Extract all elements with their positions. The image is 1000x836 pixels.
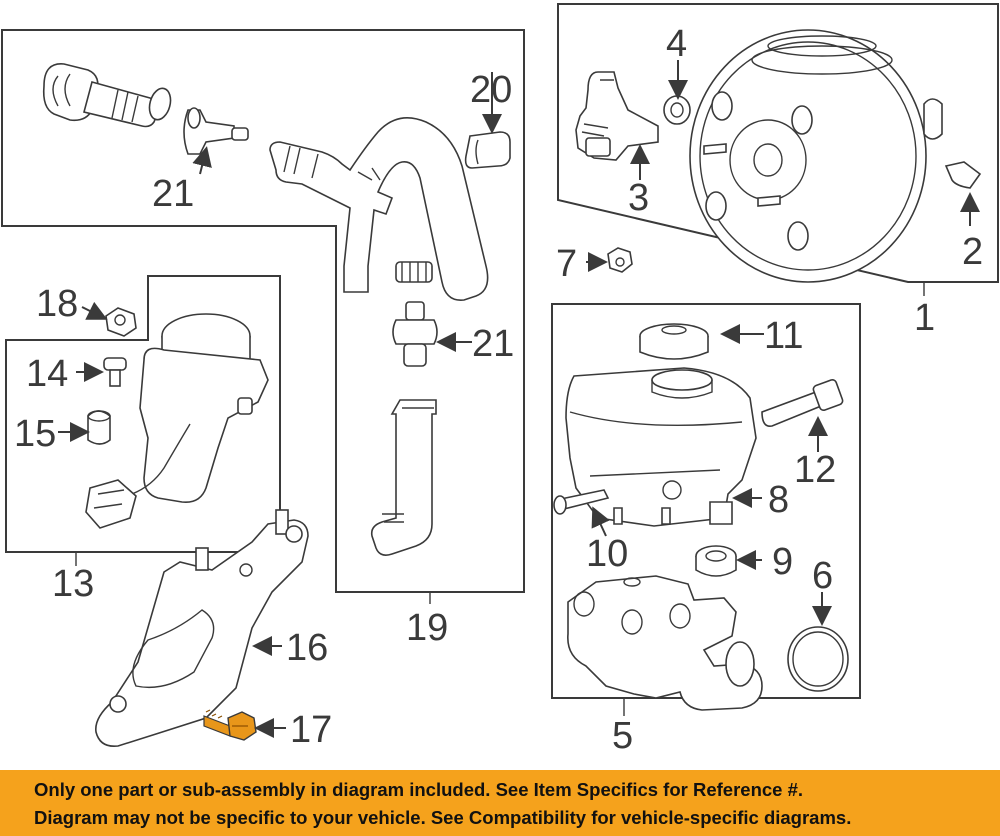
group-box-1-booster	[557, 3, 999, 283]
callout-11: 11	[764, 315, 803, 357]
callout-4: 4	[666, 23, 687, 65]
booster-seal-2	[944, 161, 982, 189]
callout-5: 5	[612, 715, 633, 757]
callout-17: 17	[290, 709, 332, 751]
callout-19: 19	[406, 607, 448, 649]
master-cylinder-body	[567, 575, 763, 711]
disclaimer-line-2: Diagram may not be specific to your vehi…	[34, 807, 852, 828]
callout-13: 13	[52, 563, 94, 605]
callout-9: 9	[772, 541, 793, 583]
brake-booster-exploded-diagram: 1 2 3 4 5 6 7 8 9 10 11 12 13 14 15 16 1…	[1, 3, 999, 757]
pump-bracket-16	[95, 509, 309, 748]
callout-16: 16	[286, 627, 328, 669]
callout-14: 14	[26, 353, 68, 395]
brake-booster	[689, 29, 943, 283]
disclaimer-banner: Only one part or sub-assembly in diagram…	[0, 770, 1000, 836]
callout-3: 3	[628, 177, 649, 219]
callout-20: 20	[470, 69, 512, 111]
callout-18: 18	[36, 283, 78, 325]
fluid-reservoir-8	[565, 367, 757, 527]
grommet-9	[695, 545, 737, 577]
vacuum-tube-lower	[370, 399, 437, 556]
group-box-13-pump	[5, 275, 281, 553]
group-box-19-hose	[1, 29, 525, 593]
disclaimer-line-1: Only one part or sub-assembly in diagram…	[34, 779, 804, 800]
callout-21-lower: 21	[472, 323, 514, 365]
nut-7	[607, 247, 633, 273]
sensor-12	[761, 379, 844, 428]
vacuum-pump-13	[85, 313, 269, 529]
leader-lines	[58, 60, 980, 738]
callout-15: 15	[14, 413, 56, 455]
bolt-14	[103, 357, 127, 387]
callout-12: 12	[794, 449, 836, 491]
bolt-17-highlighted	[203, 709, 257, 741]
check-valve-upper	[183, 107, 249, 155]
grommet-15	[87, 410, 111, 445]
nut-18	[105, 307, 137, 337]
callout-1: 1	[914, 297, 935, 339]
callout-8: 8	[768, 479, 789, 521]
pin-10	[553, 489, 610, 515]
hose-quick-connector	[42, 63, 172, 128]
check-valve-lower	[392, 301, 438, 367]
callout-2: 2	[962, 231, 983, 273]
callout-7: 7	[556, 243, 577, 285]
callout-10: 10	[586, 533, 628, 575]
callout-21-upper: 21	[152, 173, 194, 215]
reservoir-cap-11	[639, 323, 709, 360]
hose-clip	[464, 131, 511, 169]
callout-6: 6	[812, 555, 833, 597]
o-ring-6	[787, 626, 849, 692]
grommet-4	[663, 95, 691, 125]
vacuum-sensor-3	[575, 71, 659, 161]
molded-vacuum-hose	[269, 116, 489, 301]
